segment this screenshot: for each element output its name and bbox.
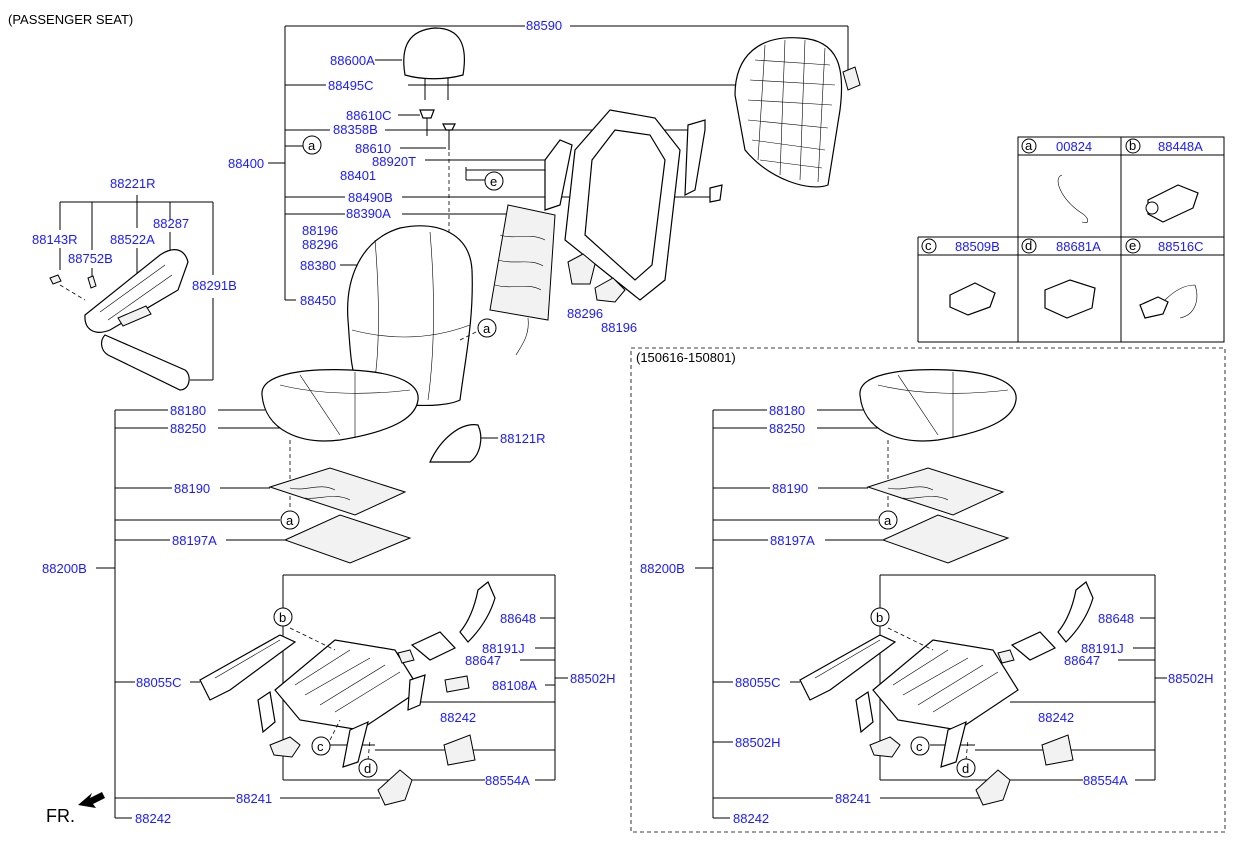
- part-88108A: 88108A: [492, 678, 537, 693]
- diagram-title: (PASSENGER SEAT): [8, 12, 133, 27]
- part-88647: 88647: [465, 653, 501, 668]
- legend-letter-a: a: [1025, 138, 1033, 153]
- alt-callout-b: b: [876, 610, 883, 625]
- legend-part-88448A: 88448A: [1158, 139, 1203, 154]
- part-88522A: 88522A: [110, 232, 155, 247]
- part-88180: 88180: [170, 403, 206, 418]
- callout-a-cushion: a: [286, 513, 294, 528]
- part-88648: 88648: [500, 611, 536, 626]
- callout-c: c: [317, 739, 324, 754]
- part-88590: 88590: [526, 18, 562, 33]
- alt-part-88242-upper: 88242: [1038, 710, 1074, 725]
- legend-part-88509B: 88509B: [955, 239, 1000, 254]
- alt-callout-c: c: [916, 739, 923, 754]
- part-88358B: 88358B: [333, 122, 378, 137]
- part-88197A: 88197A: [172, 533, 217, 548]
- alt-part-88190: 88190: [772, 481, 808, 496]
- part-88920T: 88920T: [372, 154, 416, 169]
- callout-b: b: [279, 610, 286, 625]
- front-arrow-icon: [78, 792, 105, 808]
- part-88200B: 88200B: [42, 561, 87, 576]
- part-88752B: 88752B: [68, 251, 113, 266]
- part-88291B: 88291B: [192, 278, 237, 293]
- part-88241: 88241: [236, 791, 272, 806]
- part-88250: 88250: [170, 421, 206, 436]
- part-88401: 88401: [340, 168, 376, 183]
- part-88221R: 88221R: [110, 176, 156, 191]
- part-88196: 88196: [302, 223, 338, 238]
- alt-part-88180: 88180: [769, 403, 805, 418]
- part-88191J: 88191J: [482, 641, 525, 656]
- alt-part-88197A: 88197A: [770, 533, 815, 548]
- alt-part-88648: 88648: [1098, 611, 1134, 626]
- callout-a-cushion-back: a: [483, 321, 491, 336]
- alt-part-88554A: 88554A: [1083, 773, 1128, 788]
- legend-letter-e: e: [1129, 238, 1136, 253]
- part-88450: 88450: [300, 293, 336, 308]
- alt-callout-d: d: [962, 761, 969, 776]
- part-88554A: 88554A: [485, 773, 530, 788]
- part-88143R: 88143R: [32, 232, 78, 247]
- part-88190: 88190: [174, 481, 210, 496]
- cushion-group: 88180 88250 88121R 88190 88197A 88200B 8…: [42, 369, 616, 826]
- legend-letter-b: b: [1129, 138, 1136, 153]
- part-88600A: 88600A: [330, 53, 375, 68]
- part-88296-frame: 88296: [567, 306, 603, 321]
- front-direction-indicator: FR.: [46, 792, 105, 826]
- part-88242-upper: 88242: [440, 710, 476, 725]
- part-88296: 88296: [302, 237, 338, 252]
- variant-label: (150616-150801): [636, 350, 736, 365]
- alt-part-88647: 88647: [1064, 653, 1100, 668]
- alt-part-88502H-left: 88502H: [735, 735, 781, 750]
- alt-part-88241: 88241: [835, 791, 871, 806]
- part-88287: 88287: [153, 216, 189, 231]
- callout-e: e: [490, 174, 497, 189]
- part-88242-lower: 88242: [135, 811, 171, 826]
- part-88610C: 88610C: [346, 108, 392, 123]
- legend-part-00824: 00824: [1056, 139, 1092, 154]
- alt-part-88502H-right: 88502H: [1168, 671, 1214, 686]
- alt-part-88242-lower: 88242: [733, 811, 769, 826]
- legend-part-88516C: 88516C: [1158, 239, 1204, 254]
- callout-legend: a 00824 b 88448A c 88509B d 88681A e 885…: [917, 136, 1225, 343]
- front-label: FR.: [46, 806, 75, 826]
- alt-part-88055C: 88055C: [735, 675, 781, 690]
- part-88055C: 88055C: [136, 675, 182, 690]
- callout-a-back: a: [308, 138, 316, 153]
- side-shield-group: 88221R 88143R 88522A 88287 88752B 88291B: [32, 176, 237, 391]
- alt-part-88191J: 88191J: [1081, 641, 1124, 656]
- alt-part-88250: 88250: [769, 421, 805, 436]
- part-88390A: 88390A: [346, 206, 391, 221]
- variant-cushion-group: (150616-150801): [630, 347, 1226, 833]
- seat-back-group: 88590 88600A 88495C 88610C 88358B 88610 …: [228, 18, 861, 407]
- part-88610: 88610: [355, 141, 391, 156]
- alt-part-88200B: 88200B: [640, 561, 685, 576]
- part-88502H: 88502H: [570, 671, 616, 686]
- part-88400: 88400: [228, 156, 264, 171]
- legend-letter-d: d: [1025, 238, 1032, 253]
- callout-d: d: [364, 761, 371, 776]
- part-88121R: 88121R: [500, 431, 546, 446]
- legend-letter-c: c: [925, 238, 932, 253]
- legend-part-88681A: 88681A: [1056, 239, 1101, 254]
- part-88490B: 88490B: [348, 190, 393, 205]
- part-88380: 88380: [300, 258, 336, 273]
- part-88196-frame: 88196: [601, 320, 637, 335]
- part-88495C: 88495C: [328, 78, 374, 93]
- alt-callout-a: a: [884, 513, 892, 528]
